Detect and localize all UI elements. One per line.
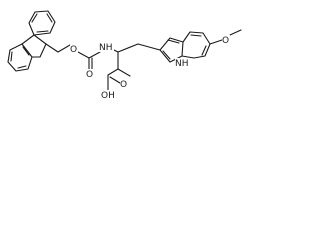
methoxy-oxygen-label: O	[222, 36, 229, 46]
indole-nh-label: NH	[175, 59, 189, 69]
indole-pyrrole-ring	[159, 37, 184, 63]
indole-benzene-ring	[181, 31, 211, 59]
amino-acid-backbone	[107, 43, 161, 91]
fluorene-left-benzene-ring	[7, 43, 33, 72]
nh-label: NH	[99, 43, 113, 53]
fluorene-five-membered-ring	[21, 34, 47, 58]
fmoc-linker	[45, 43, 119, 70]
atom-labels: NH O O O OH O NH	[70, 35, 230, 101]
fluorene-right-benzene-ring	[28, 10, 56, 36]
carbamate-carbonyl-oxygen-label: O	[86, 70, 93, 80]
carbamate-ether-oxygen-label: O	[70, 45, 77, 55]
indole-group	[159, 29, 242, 63]
fluorene-group	[7, 10, 56, 72]
hydroxyl-label: OH	[101, 91, 115, 101]
chemical-structure: NH O O O OH O NH	[7, 10, 242, 101]
methoxy-group	[209, 29, 242, 45]
acid-carbonyl-oxygen-label: O	[120, 80, 127, 90]
